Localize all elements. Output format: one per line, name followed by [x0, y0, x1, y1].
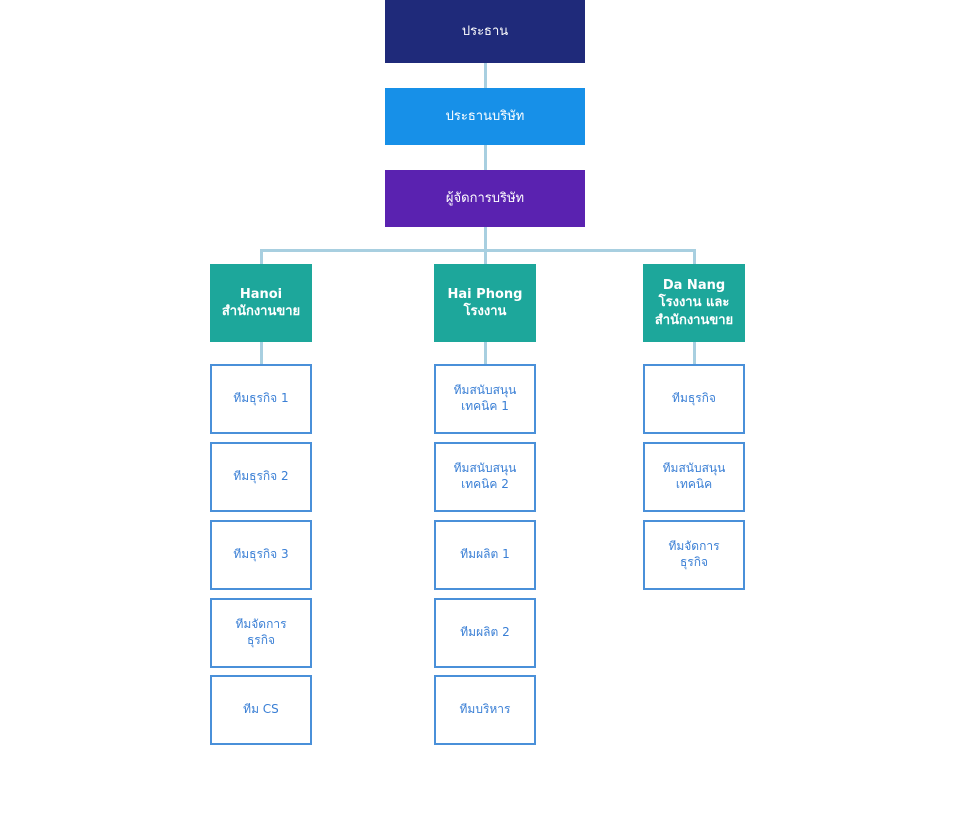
node-team-haiphong-5[interactable]: ทีมบริหาร [434, 675, 536, 745]
connector-chairman-president [484, 63, 487, 88]
node-team-hanoi-3[interactable]: ทีมธุรกิจ 3 [210, 520, 312, 590]
node-team-haiphong-2[interactable]: ทีมสนับสนุนเทคนิค 2 [434, 442, 536, 512]
node-team-label: ทีมธุรกิจ [672, 391, 716, 406]
node-team-label: ทีมผลิต 1 [460, 547, 510, 562]
node-team-hanoi-4[interactable]: ทีมจัดการธุรกิจ [210, 598, 312, 668]
region-city-name: Hai Phong [447, 286, 523, 302]
node-manager[interactable]: ผู้จัดการบริษัท [385, 170, 585, 227]
connector-danang-spine [693, 342, 696, 364]
node-team-label: ทีมบริหาร [459, 702, 511, 717]
node-team-label: ทีมสนับสนุนเทคนิค [662, 461, 726, 491]
node-region-hanoi-label: Hanoi สำนักงานขาย [218, 286, 304, 320]
region-role-line: สำนักงานขาย [654, 312, 734, 328]
node-team-label: ทีมจัดการธุรกิจ [235, 617, 287, 647]
connector-manager-drop [484, 227, 487, 264]
connector-bus-drop-danang [693, 249, 696, 264]
node-team-haiphong-3[interactable]: ทีมผลิต 1 [434, 520, 536, 590]
node-team-label: ทีมธุรกิจ 3 [233, 547, 289, 562]
connector-haiphong-spine [484, 342, 487, 364]
region-role-line: โรงงาน และ [658, 295, 730, 311]
region-city-name: Hanoi [239, 286, 283, 302]
node-team-danang-3[interactable]: ทีมจัดการธุรกิจ [643, 520, 745, 590]
node-region-haiphong-label: Hai Phong โรงงาน [444, 286, 527, 320]
node-president-label: ประธานบริษัท [445, 108, 525, 124]
node-team-hanoi-2[interactable]: ทีมธุรกิจ 2 [210, 442, 312, 512]
node-region-danang-label: Da Nang โรงงาน และ สำนักงานขาย [651, 277, 737, 328]
region-role-line: สำนักงานขาย [221, 304, 301, 319]
connector-hanoi-spine [260, 342, 263, 364]
node-chairman-label: ประธาน [461, 23, 509, 39]
node-region-hanoi[interactable]: Hanoi สำนักงานขาย [210, 264, 312, 342]
node-team-label: ทีม CS [243, 702, 279, 717]
connector-bus-drop-haiphong [484, 249, 487, 264]
node-president[interactable]: ประธานบริษัท [385, 88, 585, 145]
node-team-label: ทีมสนับสนุนเทคนิค 1 [453, 383, 517, 413]
node-team-haiphong-1[interactable]: ทีมสนับสนุนเทคนิค 1 [434, 364, 536, 434]
node-team-label: ทีมธุรกิจ 1 [233, 391, 289, 406]
connector-president-manager [484, 145, 487, 170]
node-team-label: ทีมธุรกิจ 2 [233, 469, 289, 484]
node-chairman[interactable]: ประธาน [385, 0, 585, 63]
node-team-hanoi-5[interactable]: ทีม CS [210, 675, 312, 745]
node-team-danang-1[interactable]: ทีมธุรกิจ [643, 364, 745, 434]
region-city-name: Da Nang [662, 278, 726, 294]
node-team-label: ทีมจัดการธุรกิจ [668, 539, 720, 569]
node-manager-label: ผู้จัดการบริษัท [445, 190, 525, 206]
connector-bus-drop-hanoi [260, 249, 263, 264]
node-team-label: ทีมผลิต 2 [460, 625, 510, 640]
node-team-hanoi-1[interactable]: ทีมธุรกิจ 1 [210, 364, 312, 434]
node-region-haiphong[interactable]: Hai Phong โรงงาน [434, 264, 536, 342]
node-team-danang-2[interactable]: ทีมสนับสนุนเทคนิค [643, 442, 745, 512]
node-region-danang[interactable]: Da Nang โรงงาน และ สำนักงานขาย [643, 264, 745, 342]
node-team-label: ทีมสนับสนุนเทคนิค 2 [453, 461, 517, 491]
connector-region-bus [260, 249, 695, 252]
region-role-line: โรงงาน [463, 304, 507, 319]
node-team-haiphong-4[interactable]: ทีมผลิต 2 [434, 598, 536, 668]
